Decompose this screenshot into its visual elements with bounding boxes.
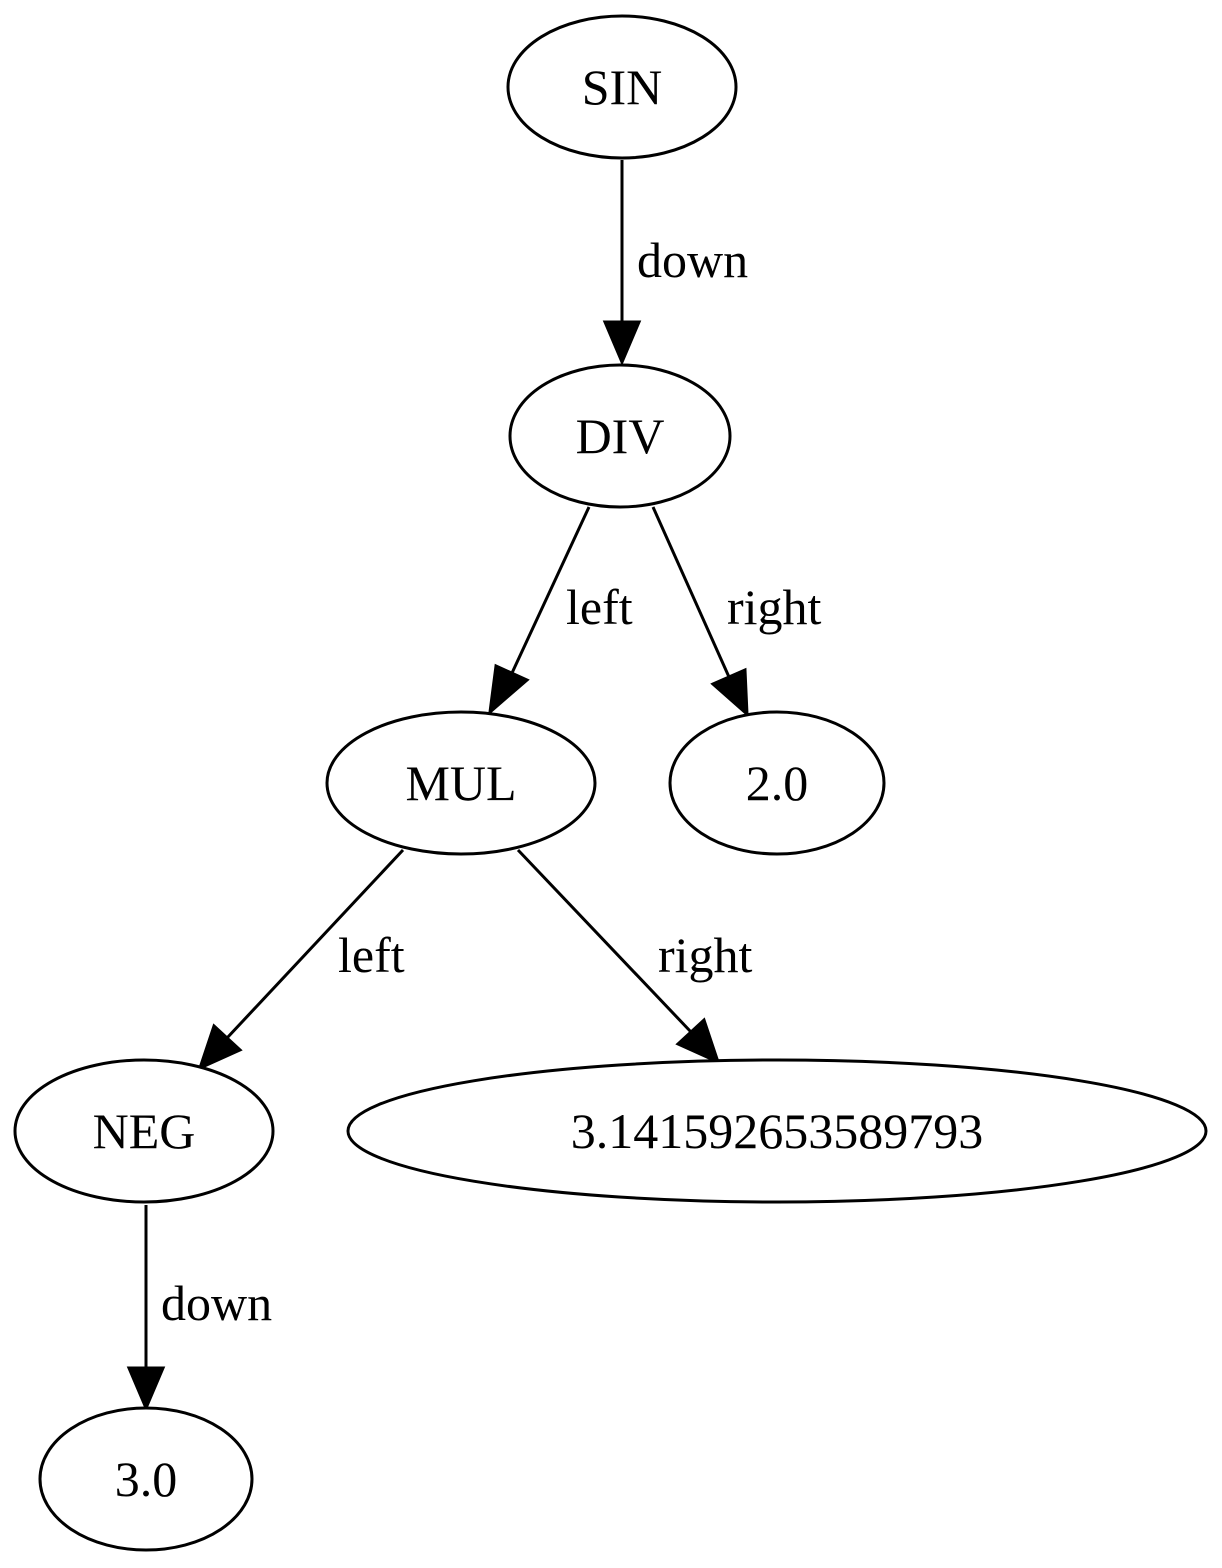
node-ellipse: [346, 1058, 1208, 1204]
arrowhead: [197, 1023, 243, 1071]
node-label-sin: SIN: [582, 59, 663, 115]
edge-label-mul-pi: right: [658, 927, 753, 983]
edge-sin-div: down: [602, 160, 748, 366]
node-div: DIV: [508, 363, 732, 509]
node-label-three: 3.0: [115, 1451, 178, 1507]
node-label-pi: 3.141592653589793: [571, 1103, 984, 1159]
node-ellipse: [508, 363, 732, 509]
edge-label-div-two: right: [727, 579, 822, 635]
node-label-div: DIV: [576, 408, 665, 464]
node-ellipse: [506, 14, 738, 160]
edge-label-sin-div: down: [637, 232, 748, 288]
edge-div-mul: left: [488, 506, 633, 716]
node-ellipse: [38, 1406, 254, 1552]
node-sin: SIN: [506, 14, 738, 160]
edge-line: [510, 506, 591, 674]
edge-neg-three: down: [126, 1205, 272, 1412]
node-ellipse: [325, 710, 597, 856]
edge-mul-neg: left: [197, 848, 405, 1071]
arrowhead: [126, 1366, 166, 1412]
edge-line: [516, 848, 693, 1034]
arrowhead: [710, 667, 749, 718]
arrowhead: [488, 663, 530, 716]
arrowhead: [675, 1017, 721, 1065]
node-two: 2.0: [668, 710, 886, 856]
arrowhead: [602, 320, 642, 366]
node-pi: 3.141592653589793: [346, 1058, 1208, 1204]
node-label-neg: NEG: [93, 1103, 196, 1159]
edge-div-two: right: [651, 506, 822, 718]
edge-line: [225, 848, 405, 1040]
node-mul: MUL: [325, 710, 597, 856]
edge-label-mul-neg: left: [338, 927, 405, 983]
node-ellipse: [13, 1058, 275, 1204]
node-label-mul: MUL: [405, 755, 516, 811]
edge-label-neg-three: down: [161, 1275, 272, 1331]
edge-label-div-mul: left: [566, 579, 633, 635]
node-label-two: 2.0: [746, 755, 809, 811]
node-ellipse: [668, 710, 886, 856]
edge-mul-pi: right: [516, 848, 753, 1065]
node-neg: NEG: [13, 1058, 275, 1204]
node-three: 3.0: [38, 1406, 254, 1552]
edge-line: [651, 506, 731, 678]
